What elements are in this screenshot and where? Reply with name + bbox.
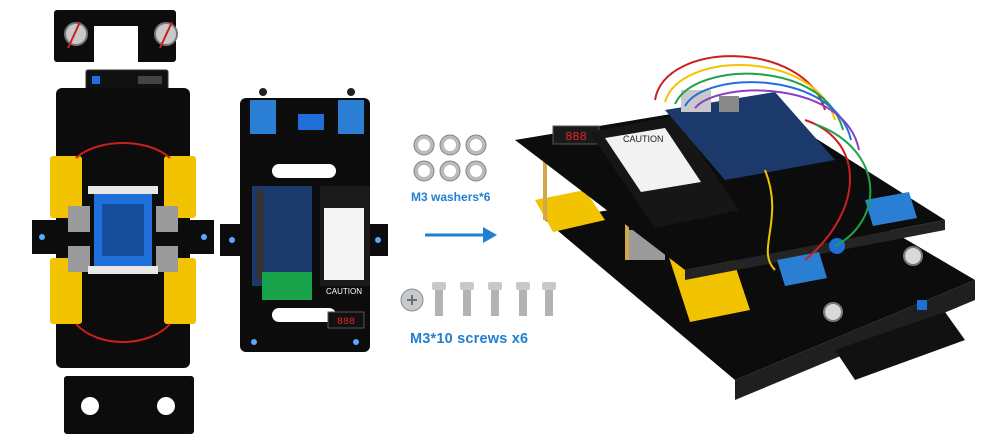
chassis-top-illustration: CAUTION 888	[220, 88, 388, 352]
screws-caption: M3*10 screws x6	[410, 331, 529, 347]
direction-arrow	[425, 226, 499, 244]
arrow-right-icon	[425, 227, 497, 243]
chassis-bottom-illustration	[32, 10, 214, 434]
washers-group	[408, 129, 498, 189]
washers-illustration	[413, 134, 487, 182]
assembled-robot-illustration: 888 CAUTION	[515, 55, 975, 400]
screws-group	[398, 280, 558, 324]
chassis-top-assembly: CAUTION 888	[218, 86, 390, 356]
robot-seven-segment-display: 888	[565, 130, 587, 144]
assembled-robot: 888 CAUTION	[505, 50, 985, 440]
screws-illustration	[400, 282, 556, 316]
seven-segment-display: 888	[337, 317, 355, 328]
caution-label: CAUTION	[326, 287, 362, 296]
chassis-bottom-assembly	[28, 8, 218, 438]
washers-caption: M3 washers*6	[411, 190, 491, 204]
robot-caution-label: CAUTION	[623, 134, 664, 144]
